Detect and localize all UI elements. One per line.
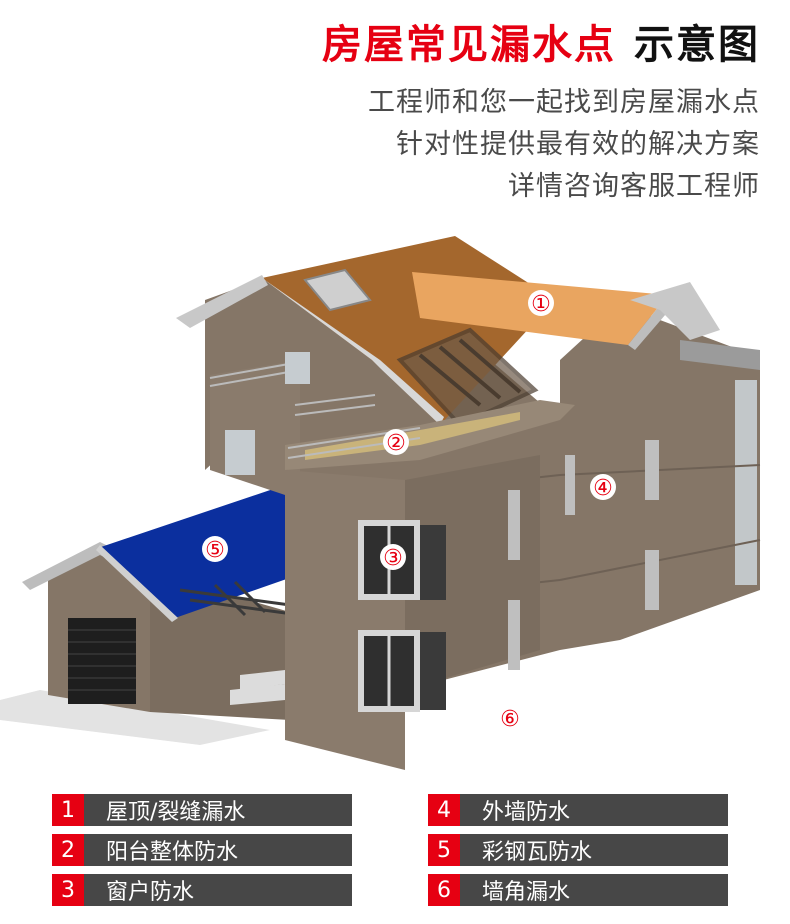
marker-1: ①: [528, 290, 554, 317]
subtitle-line-3: 详情咨询客服工程师: [508, 171, 760, 202]
legend-item-5: 5 彩钢瓦防水: [428, 834, 728, 866]
window-3: [358, 520, 420, 600]
legend-item-6: 6 墙角漏水: [428, 874, 728, 906]
legend-label: 窗户防水: [106, 880, 195, 905]
front-module: [285, 470, 405, 770]
window-lower: [358, 630, 420, 712]
legend-num: 1: [52, 794, 84, 826]
legend-num: 2: [52, 834, 84, 866]
legend-num: 3: [52, 874, 84, 906]
svg-text:④: ④: [593, 476, 613, 501]
legend-item-2: 2 阳台整体防水: [52, 834, 352, 866]
svg-text:⑥: ⑥: [500, 707, 520, 732]
marker-6: ⑥: [497, 705, 523, 732]
svg-text:③: ③: [383, 546, 403, 571]
legend-label: 墙角漏水: [482, 880, 571, 905]
house-right-section: [560, 305, 760, 650]
steel-roof: [98, 485, 298, 618]
title-black: 示意图: [634, 22, 760, 68]
svg-text:⑤: ⑤: [205, 538, 225, 563]
marker-2: ②: [383, 429, 409, 456]
legend-num: 4: [428, 794, 460, 826]
legend-item-1: 1 屋顶/裂缝漏水: [52, 794, 352, 826]
house-illustration: ① ② ③ ④ ⑤ ⑥: [0, 236, 761, 770]
legend-label: 阳台整体防水: [106, 840, 239, 865]
legend-label: 外墙防水: [482, 800, 571, 825]
legend-item-3: 3 窗户防水: [52, 874, 352, 906]
skylight: [303, 268, 372, 312]
legend-label: 屋顶/裂缝漏水: [106, 800, 246, 825]
page-title: 房屋常见漏水点示意图: [0, 12, 760, 70]
legend-item-4: 4 外墙防水: [428, 794, 728, 826]
svg-text:②: ②: [386, 431, 406, 456]
roof-pergola: [396, 327, 539, 428]
pergola: [179, 580, 301, 617]
driveway: [0, 690, 270, 745]
title-red: 房屋常见漏水点: [322, 22, 616, 68]
garage-door: [68, 618, 136, 704]
legend-num: 6: [428, 874, 460, 906]
svg-text:①: ①: [531, 292, 551, 317]
marker-4: ④: [590, 474, 616, 501]
marker-3: ③: [380, 544, 406, 571]
legend-label: 彩钢瓦防水: [482, 840, 593, 865]
marker-5: ⑤: [202, 536, 228, 563]
steps: [230, 670, 285, 705]
subtitle-line-2: 针对性提供最有效的解决方案: [396, 129, 760, 160]
legend-num: 5: [428, 834, 460, 866]
subtitle-line-1: 工程师和您一起找到房屋漏水点: [368, 87, 760, 118]
